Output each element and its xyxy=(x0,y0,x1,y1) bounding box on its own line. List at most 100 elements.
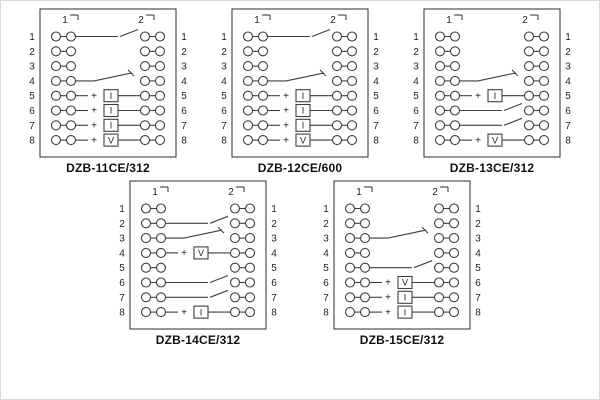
terminal-circle xyxy=(65,31,77,42)
terminal-circle xyxy=(523,120,535,131)
terminal-circle xyxy=(242,75,254,86)
terminal-circle xyxy=(139,135,151,146)
diagram-text: I xyxy=(302,121,305,131)
terminal-circle xyxy=(344,233,356,244)
terminal-circle xyxy=(154,31,166,42)
terminal-circle xyxy=(154,105,166,116)
terminal-circle xyxy=(448,218,460,229)
diagram-text: 8 xyxy=(373,136,379,147)
diagram-text: 2 xyxy=(119,219,125,230)
wire-line xyxy=(183,229,223,239)
terminal-circle xyxy=(50,46,62,57)
wire-line xyxy=(511,69,519,77)
terminal-circle xyxy=(229,292,241,303)
diagram-text: 5 xyxy=(29,91,35,102)
diagram-text: 1 xyxy=(221,32,227,43)
terminal-circle xyxy=(434,31,446,42)
terminal-circle xyxy=(257,105,269,116)
diagram-text: I xyxy=(110,91,113,101)
terminal-circle xyxy=(346,31,358,42)
terminal-circle xyxy=(242,120,254,131)
terminal-circle xyxy=(242,135,254,146)
terminal-circle xyxy=(155,307,167,318)
terminal-circle xyxy=(448,247,460,258)
terminal-circle xyxy=(65,90,77,101)
terminal-circle xyxy=(257,90,269,101)
terminal-circle xyxy=(538,61,550,72)
terminal-circle xyxy=(523,31,535,42)
diagram-text: + xyxy=(91,121,97,132)
diagram-text: 1 xyxy=(475,204,481,215)
terminal-circle xyxy=(449,46,461,57)
diagram-text: V xyxy=(198,248,204,258)
diagram-text: 4 xyxy=(271,248,277,259)
terminal-circle xyxy=(50,105,62,116)
terminal-circle xyxy=(449,75,461,86)
diagram-text: 2 xyxy=(271,219,277,230)
diagram-text: 1 xyxy=(152,187,158,198)
diagram-text: 1 xyxy=(271,204,277,215)
diagram-text: 1 xyxy=(62,15,68,26)
diagram-text: I xyxy=(200,307,203,317)
wire-line xyxy=(503,117,523,126)
terminal-circle xyxy=(449,105,461,116)
terminal-circle xyxy=(50,120,62,131)
terminal-circle xyxy=(139,61,151,72)
diagram-text: 1 xyxy=(181,32,187,43)
diagram-text: 7 xyxy=(413,121,419,132)
diagram-text: 1 xyxy=(356,187,362,198)
diagram-text: 3 xyxy=(413,62,419,73)
terminal-circle xyxy=(433,277,445,288)
diagram-text: 8 xyxy=(271,308,277,319)
wire-line xyxy=(311,28,331,38)
diagram-text: 5 xyxy=(475,263,481,274)
terminal-circle xyxy=(346,105,358,116)
terminal-circle xyxy=(344,292,356,303)
terminal-circle xyxy=(346,61,358,72)
diagram-border xyxy=(39,8,177,158)
diagram-text: 2 xyxy=(330,15,336,26)
terminal-circle xyxy=(433,233,445,244)
terminal-circle xyxy=(449,90,461,101)
terminal-circle xyxy=(523,61,535,72)
terminal-circle xyxy=(50,90,62,101)
terminal-circle xyxy=(154,46,166,57)
terminal-circle xyxy=(434,105,446,116)
diagram-text: 7 xyxy=(271,293,277,304)
wire-line xyxy=(319,69,327,77)
terminal-circle xyxy=(242,46,254,57)
diagram-text: 2 xyxy=(228,187,234,198)
terminal-circle xyxy=(344,218,356,229)
diagram-text: 5 xyxy=(373,91,379,102)
terminal-circle xyxy=(155,247,167,258)
terminal-circle xyxy=(65,120,77,131)
wire-line xyxy=(209,289,229,298)
terminal-circle xyxy=(331,105,343,116)
terminal-circle xyxy=(140,277,152,288)
diagram-text: 7 xyxy=(119,293,125,304)
diagram-text: 6 xyxy=(271,278,277,289)
diagram-text: 5 xyxy=(323,263,329,274)
terminal-circle xyxy=(433,203,445,214)
terminal-circle xyxy=(359,277,371,288)
diagram-text: + xyxy=(385,307,391,318)
wire-line xyxy=(503,102,523,112)
diagram-text: 2 xyxy=(181,47,187,58)
terminal-circle xyxy=(331,61,343,72)
terminal-circle xyxy=(331,90,343,101)
terminal-circle xyxy=(65,105,77,116)
terminal-circle xyxy=(242,90,254,101)
diagram-text: 4 xyxy=(29,76,35,87)
diagram-text: 7 xyxy=(565,121,571,132)
diagram-text: I xyxy=(110,106,113,116)
wire-line xyxy=(477,72,517,82)
terminal-circle xyxy=(229,218,241,229)
diagram-text: 2 xyxy=(522,15,528,26)
terminal-circle xyxy=(257,31,269,42)
diagram-text: 6 xyxy=(413,106,419,117)
diagram-border xyxy=(333,180,471,330)
